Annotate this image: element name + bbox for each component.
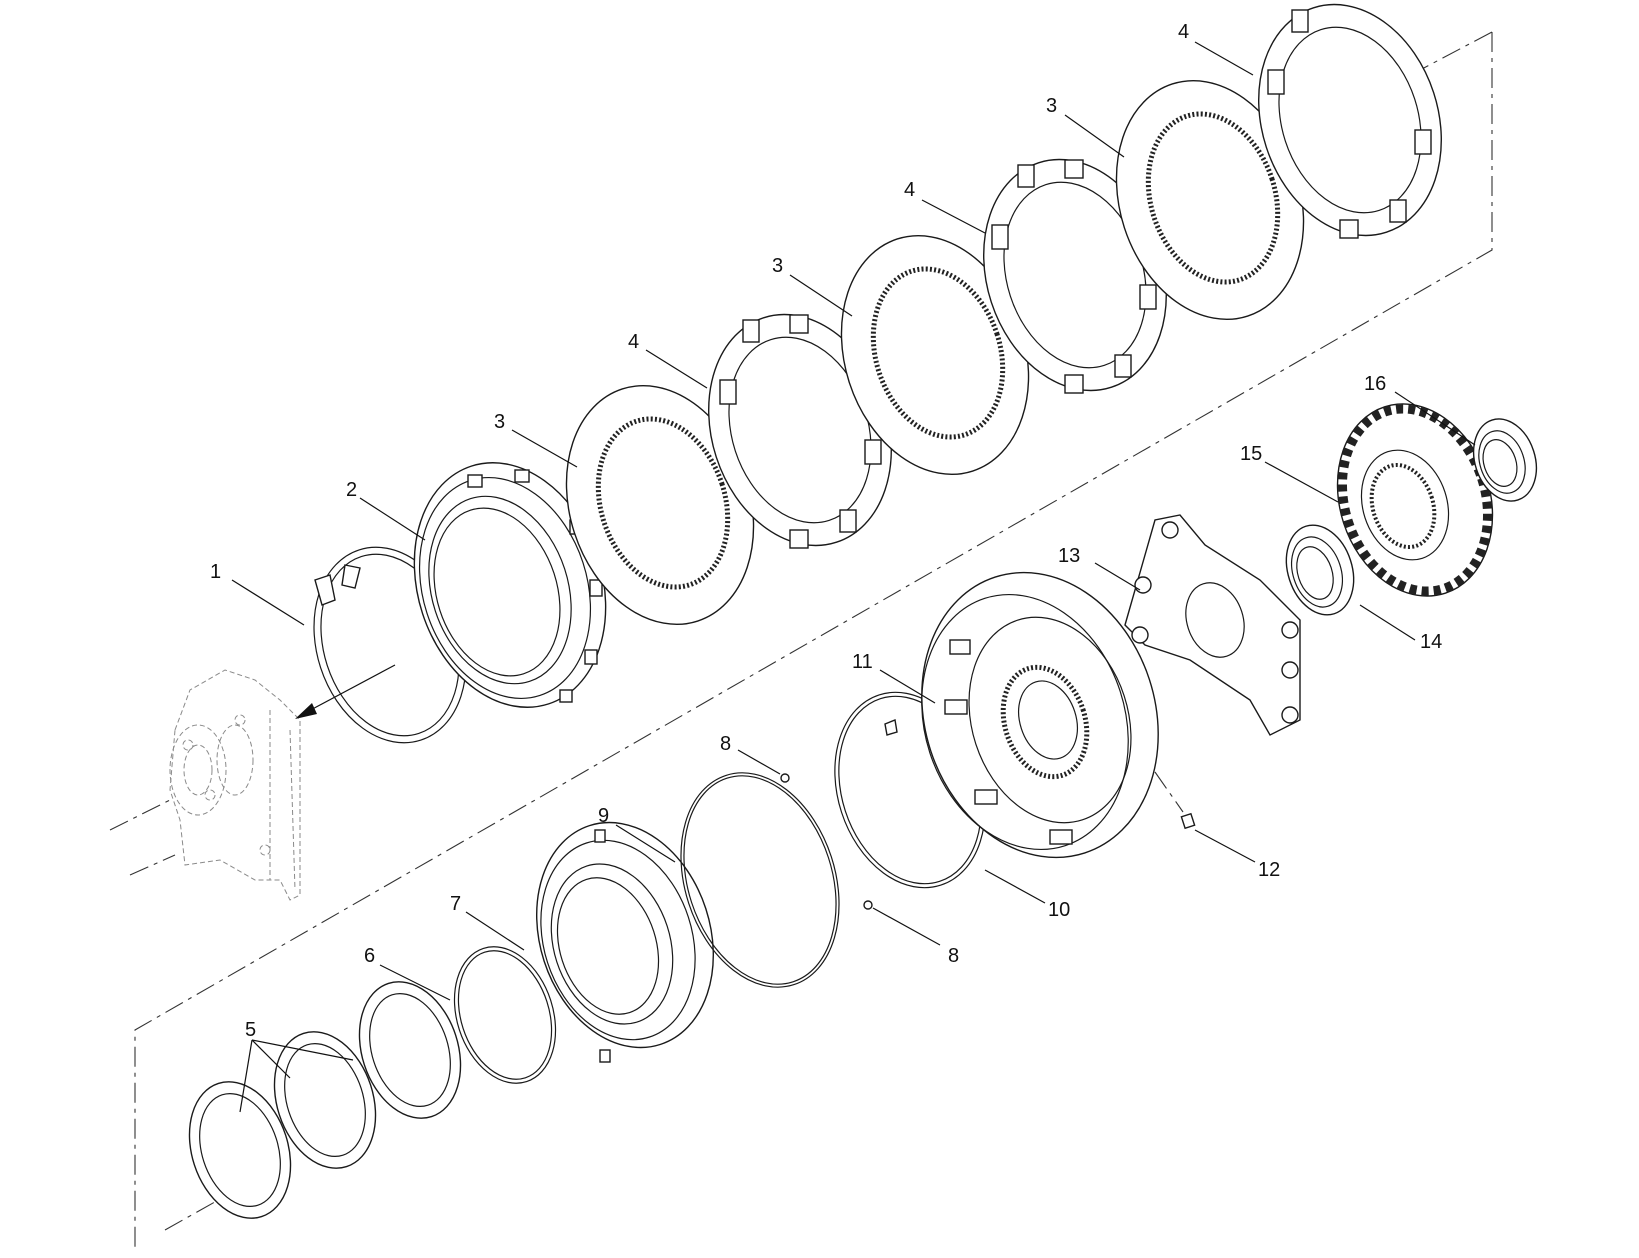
part-12-plug: [1154, 771, 1196, 830]
part-2-pressure-plate: [413, 462, 607, 708]
part-9-o-ring: [680, 772, 840, 988]
callout-8: 8: [948, 945, 959, 967]
callout-4: 4: [904, 179, 915, 201]
part-16-bearing: [1472, 418, 1538, 502]
callout-12: 12: [1258, 859, 1280, 881]
callout-1: 1: [210, 561, 221, 583]
callout-16: 16: [1364, 373, 1386, 395]
part-5-washer-3: [358, 981, 462, 1119]
part-3-friction-disc-2: [840, 234, 1030, 476]
install-direction-arrow: [295, 664, 396, 719]
callout-labels: 1 2 3 3 3 4 4 4 5 6 7 8 8 9 10 11 12 13 …: [210, 21, 1442, 1041]
callout-4: 4: [1178, 21, 1189, 43]
part-11-clutch-drum: [921, 571, 1159, 859]
callout-3: 3: [1046, 95, 1057, 117]
callout-5: 5: [245, 1019, 256, 1041]
part-8-ball-lower: [863, 900, 873, 910]
callout-13: 13: [1058, 545, 1080, 567]
callout-9: 9: [598, 805, 609, 827]
part-14-bearing: [1285, 524, 1355, 616]
leader-lines: [231, 41, 1476, 1113]
callout-3: 3: [494, 411, 505, 433]
part-13-bracket: [1124, 514, 1301, 736]
callout-7: 7: [450, 893, 461, 915]
callout-15: 15: [1240, 443, 1262, 465]
callout-2: 2: [346, 479, 357, 501]
callout-4: 4: [628, 331, 639, 353]
part-7-piston: [535, 821, 715, 1063]
callout-3: 3: [772, 255, 783, 277]
transmission-housing-ghost: [169, 669, 301, 901]
callout-14: 14: [1420, 631, 1442, 653]
callout-10: 10: [1048, 899, 1070, 921]
part-8-ball-upper: [780, 773, 790, 783]
part-5-washer-1: [188, 1081, 292, 1219]
part-4-steel-plate-3: [1258, 3, 1442, 239]
callout-8: 8: [720, 733, 731, 755]
callout-11: 11: [852, 651, 873, 673]
part-5-washer-2: [273, 1031, 377, 1169]
part-3-friction-disc-1: [565, 384, 755, 626]
callout-6: 6: [364, 945, 375, 967]
part-6-seal-ring: [453, 946, 557, 1084]
